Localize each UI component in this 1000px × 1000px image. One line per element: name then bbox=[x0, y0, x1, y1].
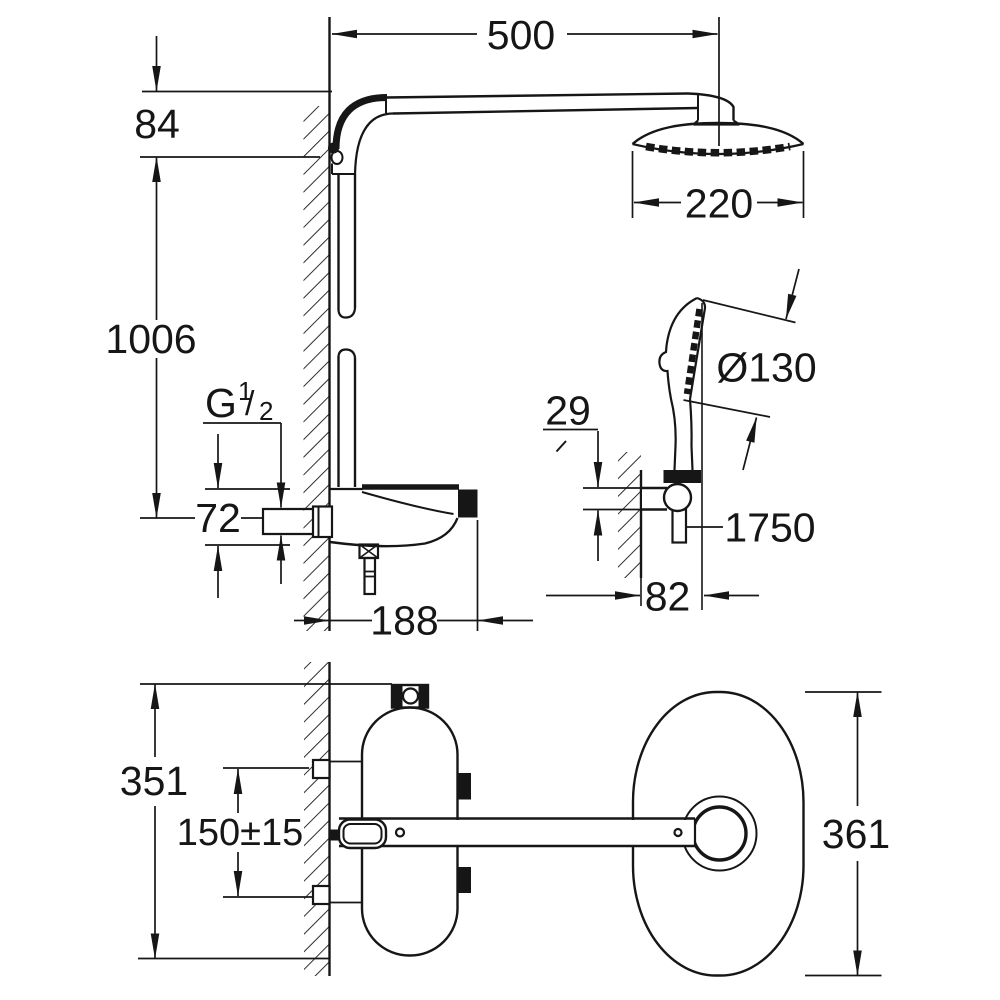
wall-hatching bbox=[303, 106, 330, 631]
dim-72: 72 bbox=[195, 434, 290, 598]
rail-break-upper bbox=[337, 308, 357, 319]
holder-grip-collar bbox=[663, 470, 701, 483]
hand-shower-nozzles bbox=[683, 308, 703, 395]
shower-arm-top-view bbox=[330, 817, 697, 850]
dim-g-half: G 1 / 2 bbox=[203, 376, 286, 584]
dim-dia130-arrow-top bbox=[785, 268, 800, 320]
supply-union-top bbox=[311, 758, 331, 780]
rail-top-curve-inner bbox=[353, 112, 394, 176]
dim-188: 188 bbox=[294, 520, 533, 644]
arm-screw-hole-right bbox=[673, 827, 683, 838]
wall-section-top bbox=[304, 662, 331, 976]
dim-72-label: 72 bbox=[195, 495, 241, 541]
wall-bracket-collar bbox=[330, 150, 344, 165]
rail-bracket-fill-right bbox=[418, 685, 428, 708]
dim-84: 84 bbox=[134, 36, 332, 158]
supply-union-bottom bbox=[311, 884, 331, 906]
arm-wall-plate-inner bbox=[342, 823, 383, 845]
rail-bracket-top bbox=[390, 683, 430, 709]
control-button-bottom bbox=[457, 867, 471, 893]
dim-82-label: 82 bbox=[645, 574, 691, 620]
head-spray-nozzles bbox=[645, 142, 791, 157]
dim-dia130-ext-top bbox=[702, 299, 796, 324]
dim-dia130-arrow-bottom bbox=[742, 417, 758, 471]
hose-union-knurl bbox=[359, 543, 379, 559]
dim-82: 82 bbox=[546, 303, 759, 620]
temperature-knob bbox=[458, 489, 478, 518]
dim-500: 500 bbox=[331, 12, 720, 146]
dim-dia130-label: Ø130 bbox=[716, 345, 816, 391]
holder-arm-fill bbox=[642, 489, 666, 509]
stub-flange bbox=[311, 505, 334, 539]
thermostat-side bbox=[329, 484, 478, 596]
stub-pipe bbox=[261, 507, 313, 536]
arm-elbow bbox=[687, 92, 735, 121]
thread-label-g: G bbox=[205, 380, 237, 426]
arm-screw-hole-left bbox=[394, 827, 406, 838]
arm-bottom-edge bbox=[392, 106, 699, 115]
dim-dia130: Ø130 bbox=[683, 268, 817, 471]
holder-wall-tick bbox=[555, 440, 567, 453]
thermostat-body-bottom bbox=[329, 517, 459, 548]
dim-188-label: 188 bbox=[370, 598, 438, 644]
dim-29-label: 29 bbox=[545, 388, 591, 434]
dim-220-label: 220 bbox=[685, 181, 753, 227]
holder-ball-joint bbox=[662, 482, 693, 513]
supply-stub bbox=[261, 505, 334, 539]
arm-joint-keyhole bbox=[691, 805, 748, 862]
holder-arm bbox=[641, 486, 667, 511]
dim-150-label: 150±15 bbox=[177, 812, 304, 854]
holder-wall-hatching bbox=[618, 452, 641, 578]
dim-361: 361 bbox=[805, 691, 890, 977]
dim-220: 220 bbox=[631, 151, 805, 227]
thread-label-denominator: 2 bbox=[259, 396, 273, 426]
rain-head-top-view bbox=[631, 690, 805, 977]
dim-1750-label: 1750 bbox=[724, 505, 815, 551]
rail-bracket-fill-left bbox=[392, 685, 403, 708]
thermostat-body-face-line bbox=[361, 491, 454, 515]
hand-shower-face-edge bbox=[688, 296, 707, 400]
hand-shower-back-edge bbox=[658, 297, 698, 471]
dim-1750: 1750 bbox=[685, 505, 816, 551]
dim-500-label: 500 bbox=[487, 12, 555, 58]
dim-150: 150±15 bbox=[177, 767, 314, 898]
dim-351: 351 bbox=[120, 683, 392, 960]
arm-bar-fill bbox=[339, 820, 695, 845]
rail-bracket-hole bbox=[401, 687, 420, 705]
rail-break-lower bbox=[337, 348, 357, 358]
hose-stem-joints bbox=[364, 570, 375, 578]
dim-29: 29 bbox=[543, 388, 641, 561]
wall-section-front bbox=[303, 17, 331, 631]
thread-label-numerator: 1 bbox=[238, 376, 252, 406]
arm-top-edge bbox=[385, 92, 689, 99]
shower-rail-riser bbox=[328, 94, 394, 487]
hand-shower-assembly bbox=[555, 296, 707, 578]
dim-351-label: 351 bbox=[120, 758, 188, 804]
rail-top-curve-outer bbox=[332, 94, 388, 150]
dim-dia130-ext-bottom bbox=[683, 399, 771, 418]
dim-1006-label: 1006 bbox=[105, 316, 196, 362]
shower-arm bbox=[385, 92, 741, 126]
dim-1006: 1006 bbox=[105, 156, 197, 519]
thread-label-slash: / bbox=[245, 385, 255, 423]
arm-wall-nub bbox=[330, 829, 339, 841]
control-button-top bbox=[457, 773, 471, 800]
wall-hatching-top bbox=[304, 662, 330, 976]
hand-shower-handle-edge bbox=[688, 398, 694, 471]
rain-head-side bbox=[631, 121, 805, 157]
dim-361-label: 361 bbox=[822, 811, 890, 857]
head-dome bbox=[631, 121, 805, 145]
dim-84-label: 84 bbox=[134, 101, 180, 147]
hose-connector-stub bbox=[671, 508, 688, 544]
